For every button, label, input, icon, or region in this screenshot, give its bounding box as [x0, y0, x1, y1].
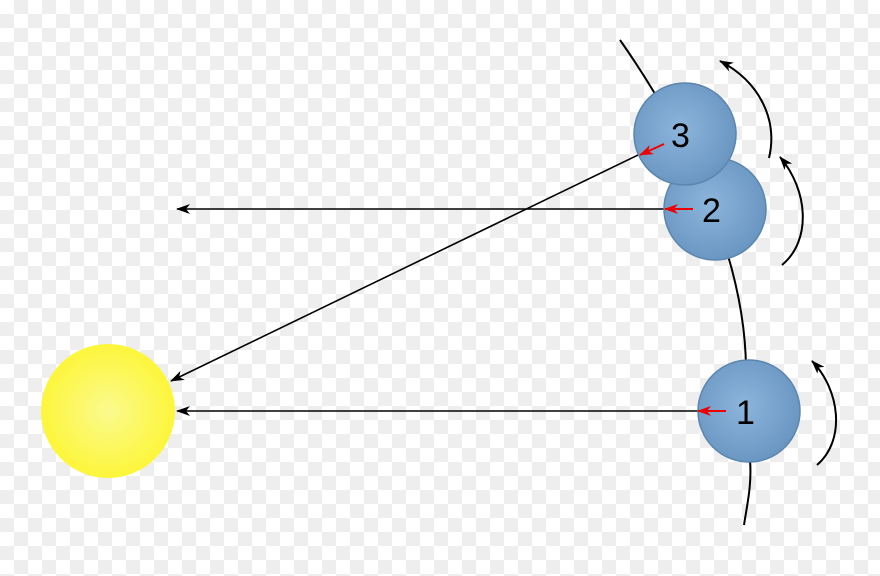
planet-position-3: 3 — [633, 82, 737, 186]
ray-position-3-to-sun — [170, 154, 639, 382]
position-label-1: 1 — [736, 394, 755, 432]
planet-position-1: 1 — [697, 359, 801, 463]
rotation-arrow-icon — [811, 360, 837, 466]
position-label-3: 3 — [671, 117, 690, 155]
rotation-arrow-icon — [719, 60, 773, 159]
position-label-2: 2 — [702, 192, 721, 230]
planet-icon — [633, 82, 737, 186]
red-arrow-icon — [639, 143, 665, 156]
sun-icon — [41, 344, 175, 478]
rotation-arrow-icon — [779, 156, 804, 266]
